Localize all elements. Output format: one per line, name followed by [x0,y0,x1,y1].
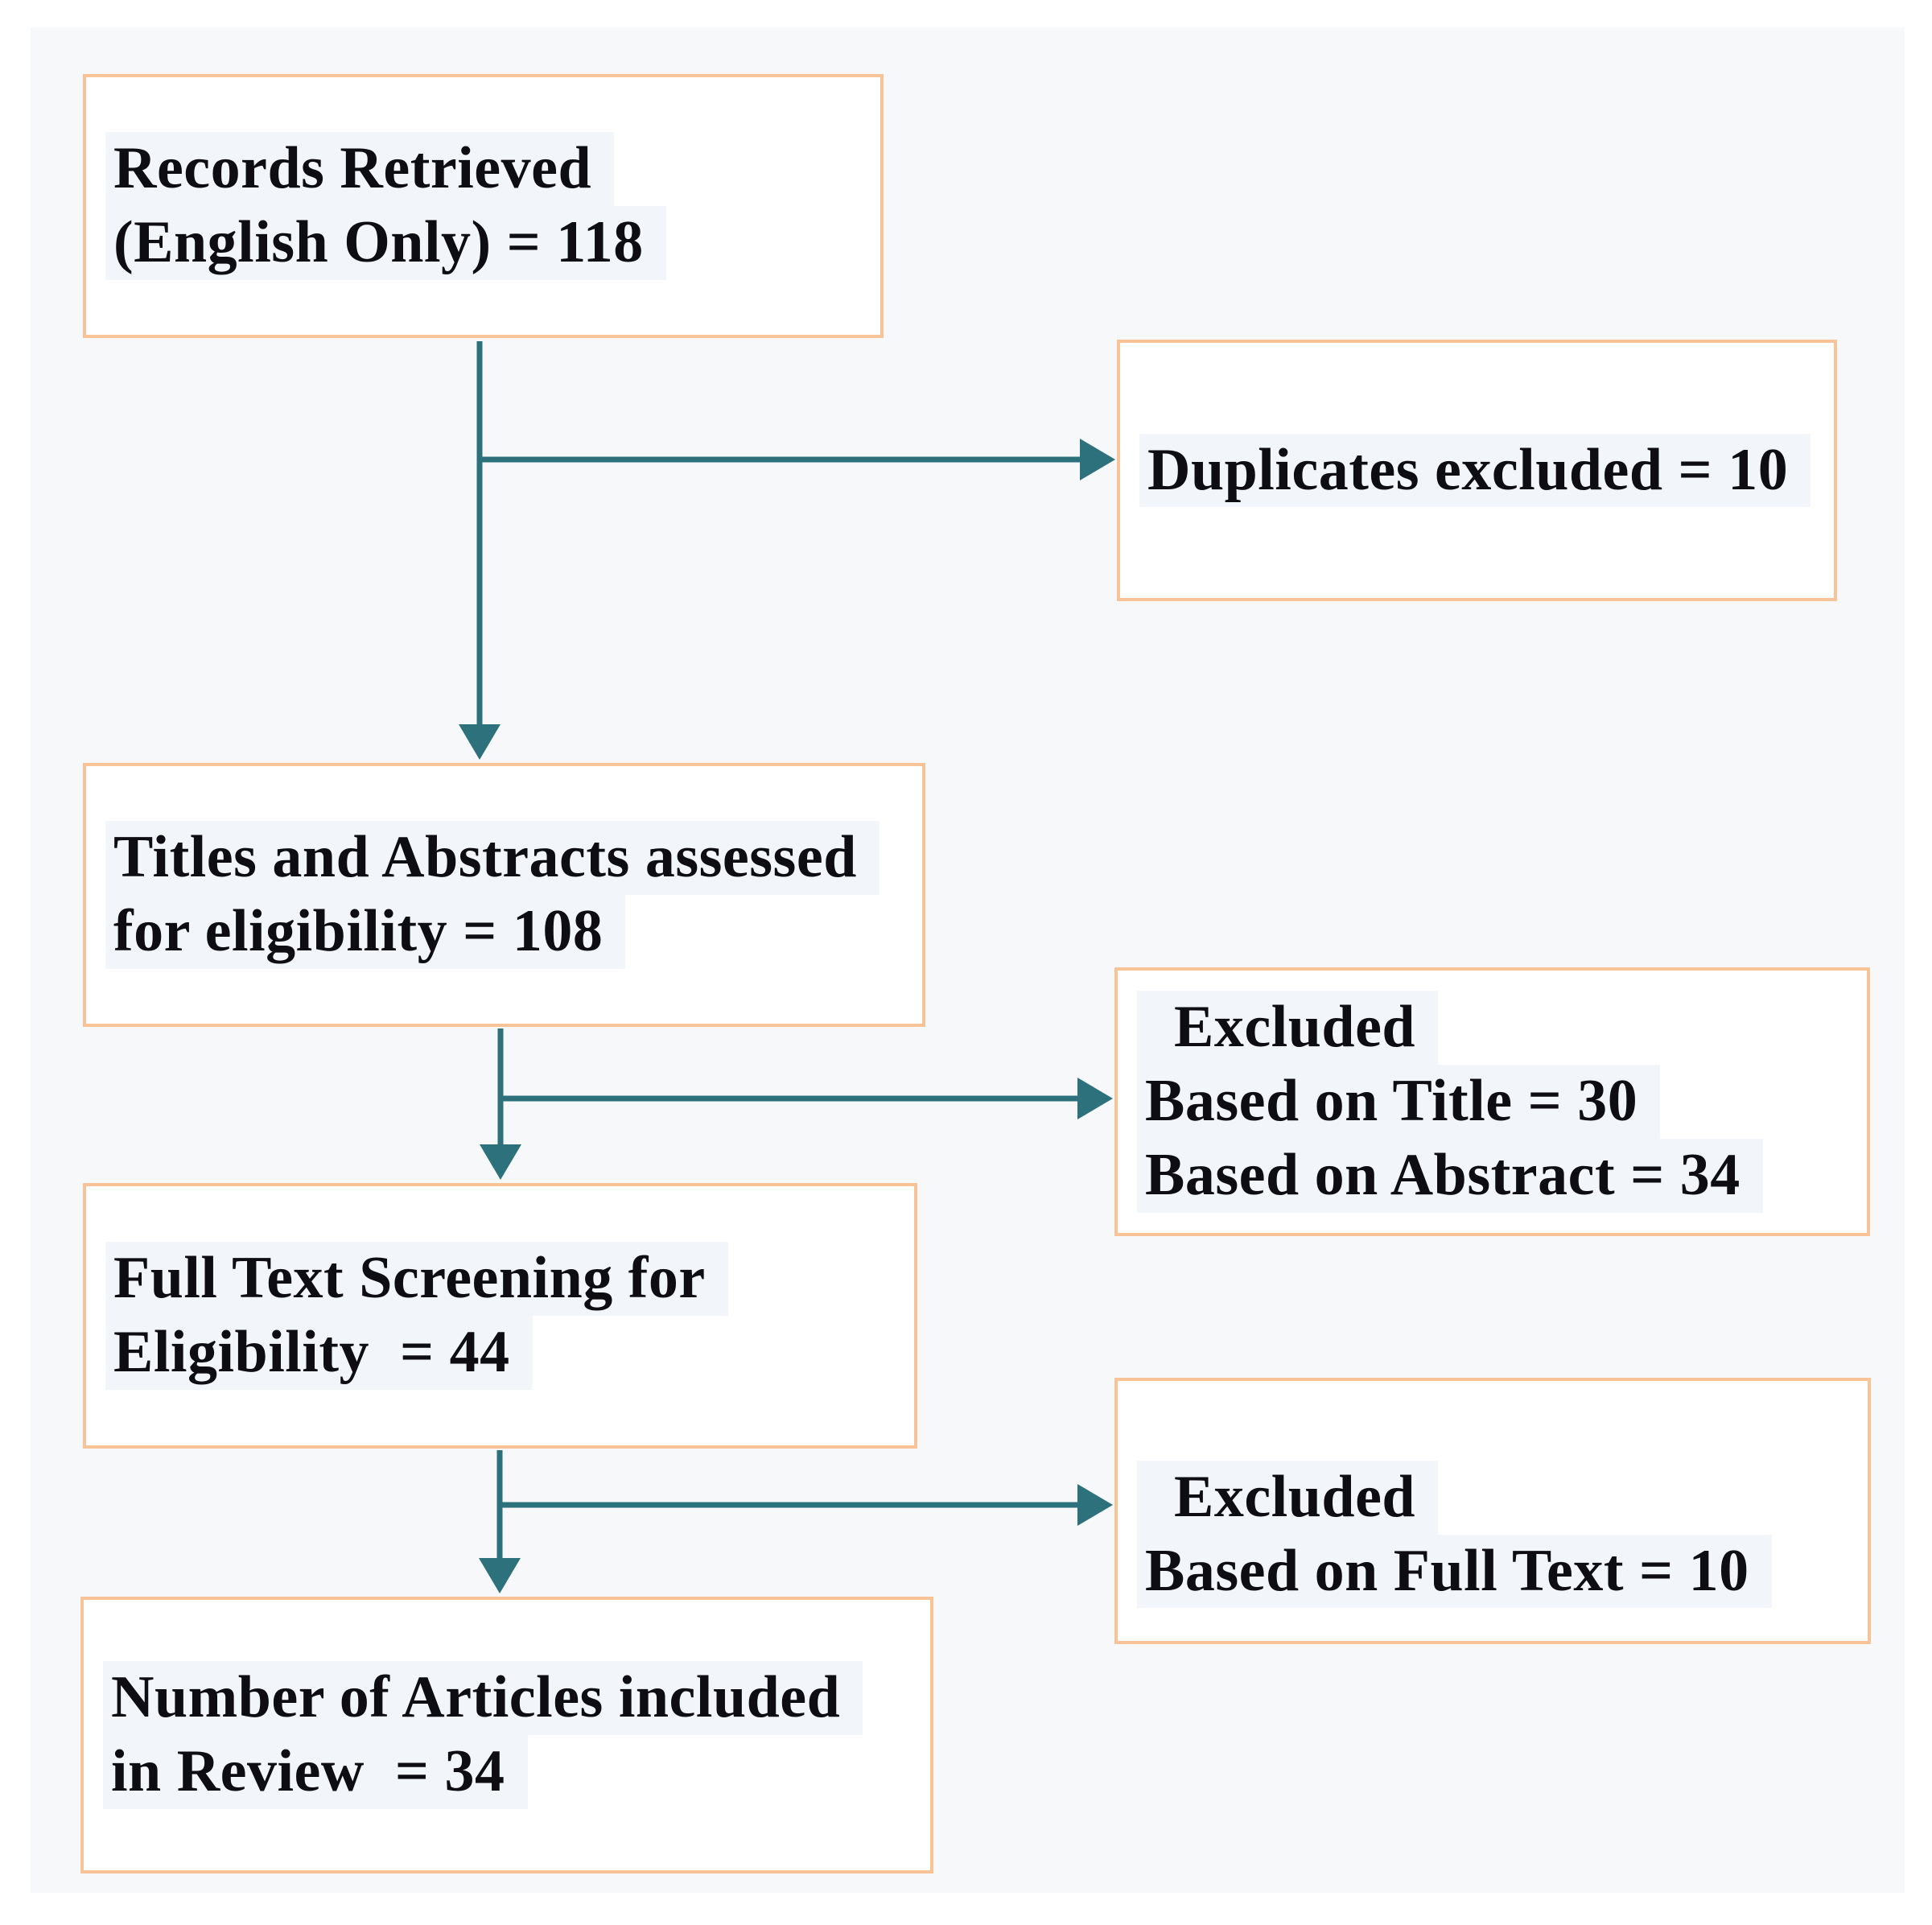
box-line-text: (English Only) = 118 [105,206,666,280]
box-line-text: Records Retrieved [105,132,615,206]
flow-box-titles-abstracts-assessed: Titles and Abstracts assessed for eligib… [83,763,925,1027]
box-line: Based on Full Text = 10 [1137,1534,1868,1609]
box-line: Excluded [1137,1460,1868,1535]
box-line-text: in Review = 34 [103,1735,528,1809]
box-line-text: Based on Title = 30 [1137,1065,1661,1139]
box-line: Based on Abstract = 34 [1137,1138,1867,1213]
box-line-text: Full Text Screening for [105,1242,728,1316]
flow-box-full-text-screening: Full Text Screening for Eligibility = 44 [83,1183,917,1449]
box-line-text: Number of Articles included [103,1661,863,1735]
box-line-text: Excluded [1137,991,1439,1066]
box-line: Duplicates excluded = 10 [1139,433,1834,508]
box-line: Number of Articles included [103,1661,930,1735]
flow-box-duplicates-excluded: Duplicates excluded = 10 [1117,340,1837,601]
box-line-text: Titles and Abstracts assessed [105,821,879,895]
box-line: in Review = 34 [103,1735,930,1809]
box-line: for eligibility = 108 [105,895,922,969]
box-line-text: Eligibility = 44 [105,1316,533,1390]
box-line-text: Duplicates excluded = 10 [1139,433,1811,508]
box-line-text: for eligibility = 108 [105,895,626,969]
box-line-text: Excluded [1137,1460,1439,1535]
box-line: Eligibility = 44 [105,1316,914,1390]
box-line-text: Based on Abstract = 34 [1137,1138,1763,1213]
box-line-text: Based on Full Text = 10 [1137,1534,1772,1609]
box-line: Records Retrieved [105,132,880,206]
box-line: Excluded [1137,991,1867,1066]
box-line: Based on Title = 30 [1137,1065,1867,1139]
box-line: Titles and Abstracts assessed [105,821,922,895]
flow-box-excluded-title-abstract: Excluded Based on Title = 30 Based on Ab… [1114,967,1870,1236]
box-line: (English Only) = 118 [105,206,880,280]
flow-box-articles-included: Number of Articles included in Review = … [80,1597,933,1873]
box-line: Full Text Screening for [105,1242,914,1316]
flow-box-excluded-full-text: Excluded Based on Full Text = 10 [1114,1378,1871,1644]
flow-box-records-retrieved: Records Retrieved (English Only) = 118 [83,74,884,338]
